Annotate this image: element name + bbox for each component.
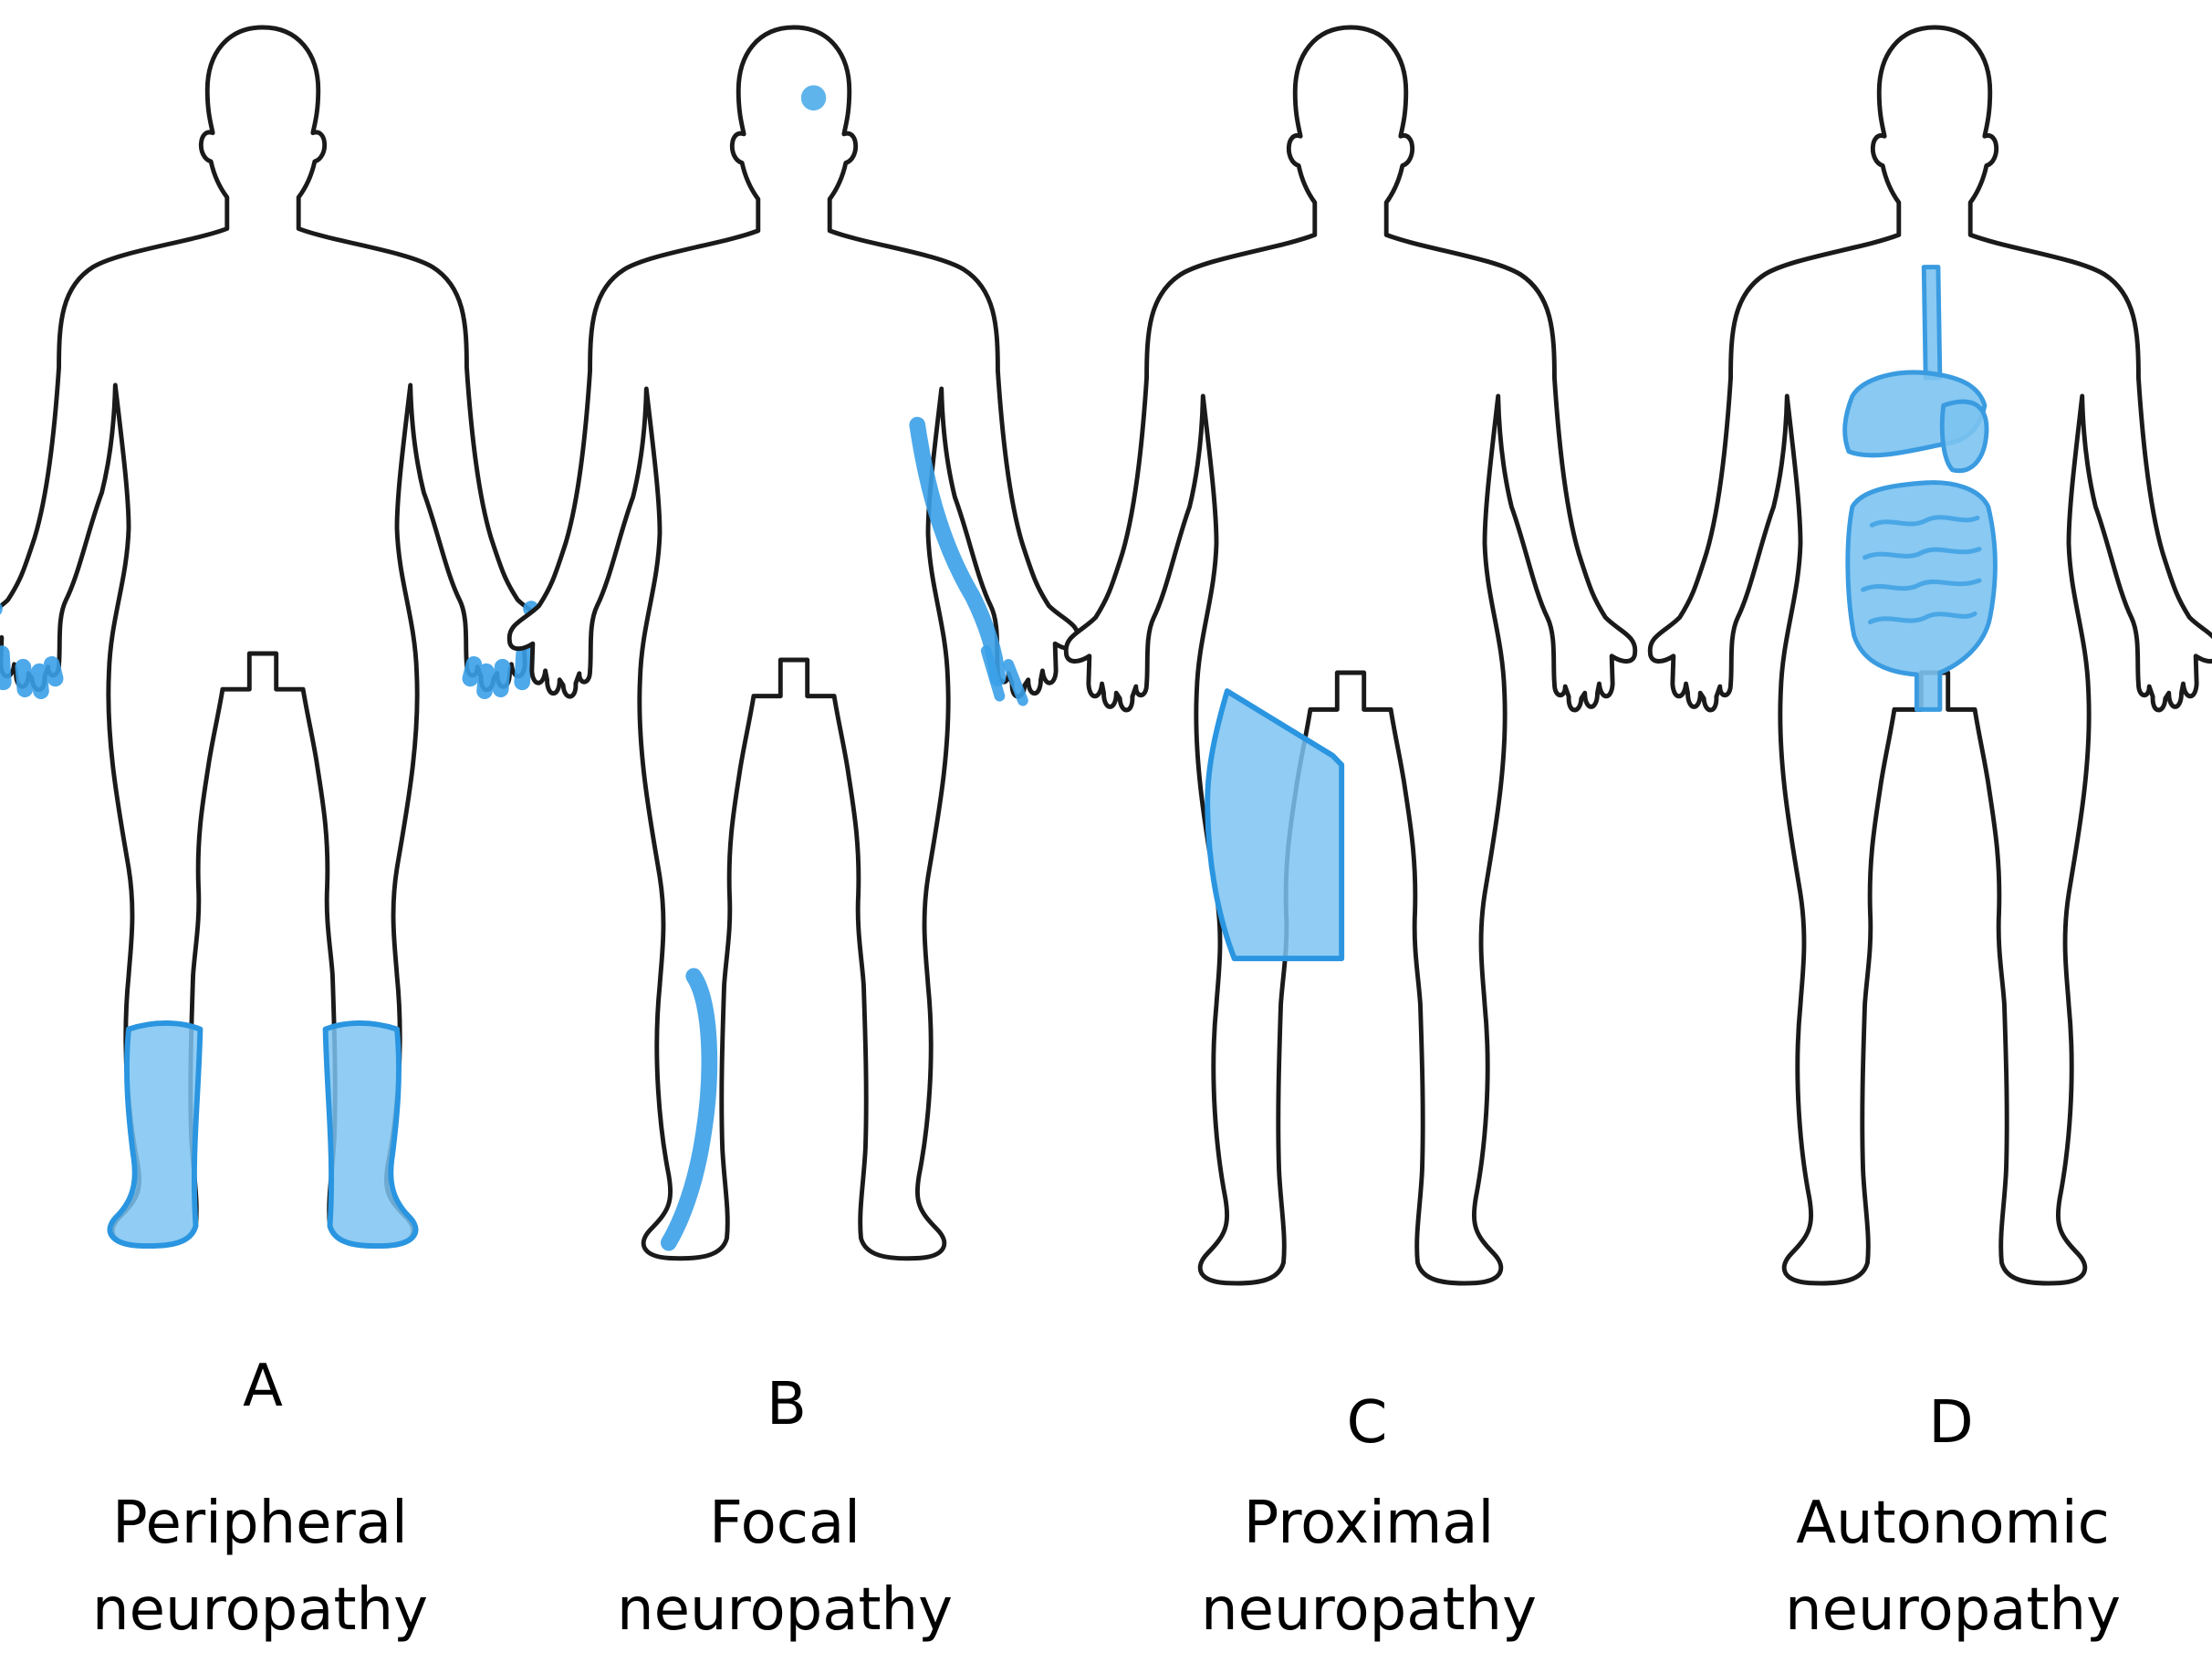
right-foot-highlight bbox=[322, 1020, 419, 1250]
panel-caption-a-line1: Peripheral bbox=[112, 1490, 408, 1557]
panel-caption-c-line2: neuropathy bbox=[1201, 1576, 1537, 1644]
body-outline-c bbox=[1066, 27, 1635, 1283]
thigh-highlight bbox=[1205, 688, 1345, 962]
panel-caption-d-line1: Autonomic bbox=[1796, 1490, 2110, 1557]
panel-b: B Focal neuropathy bbox=[509, 27, 1079, 1644]
panel-caption-b-line2: neuropathy bbox=[617, 1576, 953, 1644]
panel-caption-d-line2: neuropathy bbox=[1785, 1576, 2121, 1644]
body-outline-a bbox=[0, 27, 551, 1250]
body-outline-b bbox=[509, 27, 1079, 1259]
stomach-highlight bbox=[1939, 399, 1989, 474]
left-foot-highlight bbox=[107, 1020, 203, 1250]
panel-caption-c-line1: Proximal bbox=[1244, 1490, 1495, 1557]
panel-caption-a-line2: neuropathy bbox=[92, 1576, 428, 1644]
panel-letter-c: C bbox=[1347, 1389, 1388, 1457]
esophagus-highlight bbox=[1921, 265, 1943, 381]
panel-letter-a: A bbox=[243, 1353, 283, 1420]
arm-band-highlight bbox=[909, 416, 1007, 686]
panel-letter-d: D bbox=[1928, 1389, 1973, 1457]
left-hand-highlight bbox=[0, 602, 64, 699]
panel-a: A Peripheral neuropathy bbox=[0, 27, 551, 1644]
panel-caption-b-line1: Focal bbox=[709, 1490, 861, 1557]
head-spot-highlight bbox=[800, 85, 827, 111]
hand-band-highlight bbox=[980, 645, 1028, 706]
panel-letter-b: B bbox=[767, 1371, 807, 1438]
panel-c: C Proximal neuropathy bbox=[1066, 27, 1635, 1644]
body-outline-d bbox=[1650, 27, 2212, 1283]
panel-d: D Autonomic neuropathy bbox=[1650, 27, 2212, 1644]
intestines-highlight bbox=[1845, 480, 1998, 712]
leg-band-highlight bbox=[660, 967, 718, 1251]
intestine-loops bbox=[1861, 515, 1982, 624]
